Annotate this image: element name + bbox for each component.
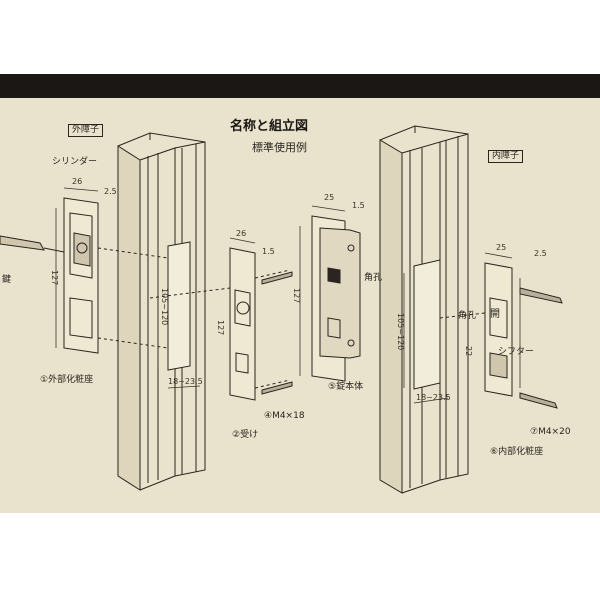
dim-25a: 2.5 xyxy=(104,187,117,196)
dim-18b: 18~23.5 xyxy=(416,393,451,402)
key-label: 鍵 xyxy=(2,275,12,285)
dim-127c: 127 xyxy=(292,288,301,304)
dim-26a: 26 xyxy=(72,177,83,186)
dim-15b: 1.5 xyxy=(262,247,275,256)
drawing-subtitle: 標準使用例 xyxy=(252,141,307,154)
dim-18a: 18~23.5 xyxy=(168,377,203,386)
inner-sash-label: 内障子 xyxy=(488,150,524,163)
inner-escutcheon xyxy=(439,262,563,409)
square-hole-label: 角孔 xyxy=(364,273,383,283)
drawing-title: 名称と組立図 xyxy=(230,119,309,134)
dim-25c: 25 xyxy=(324,193,335,202)
dim-25d: 25 xyxy=(496,243,507,252)
part-2-label: ②受け xyxy=(232,430,259,440)
key-drawing xyxy=(0,235,65,253)
photo-dark-top xyxy=(0,74,600,100)
part-4-label: ④M4×18 xyxy=(264,411,305,421)
square-hole-label-2: 角孔 xyxy=(458,311,477,321)
part-6-label: ⑥内部化粧座 xyxy=(490,447,544,457)
part-7-label: ⑦M4×20 xyxy=(530,427,571,437)
dim-127a: 127 xyxy=(50,270,59,286)
part-1-label: ①外部化粧座 xyxy=(40,375,94,385)
shifter-label: シフター xyxy=(498,347,535,357)
inner-sash-frame xyxy=(379,125,469,494)
dim-25e: 2.5 xyxy=(534,249,547,258)
assembly-drawing xyxy=(0,125,563,494)
dim-22: 22 xyxy=(464,346,473,357)
part-5-label: ⑤錠本体 xyxy=(328,382,364,392)
cylinder-label: シリンダー xyxy=(52,157,98,167)
open-label: 開 xyxy=(490,309,500,320)
outer-escutcheon xyxy=(63,197,99,354)
lock-body xyxy=(311,215,361,382)
dim-127b: 127 xyxy=(216,320,225,336)
instruction-sheet: 名称と組立図 標準使用例 外障子 内障子 シリンダー シフター 角孔 角孔 開 … xyxy=(0,98,600,513)
strike-plate xyxy=(229,247,293,401)
dim-105a: 105~120 xyxy=(160,288,169,326)
outer-sash-label: 外障子 xyxy=(68,124,104,137)
dim-26b: 26 xyxy=(236,229,247,238)
dim-15c: 1.5 xyxy=(352,201,365,210)
dim-105b: 105~120 xyxy=(396,313,405,351)
